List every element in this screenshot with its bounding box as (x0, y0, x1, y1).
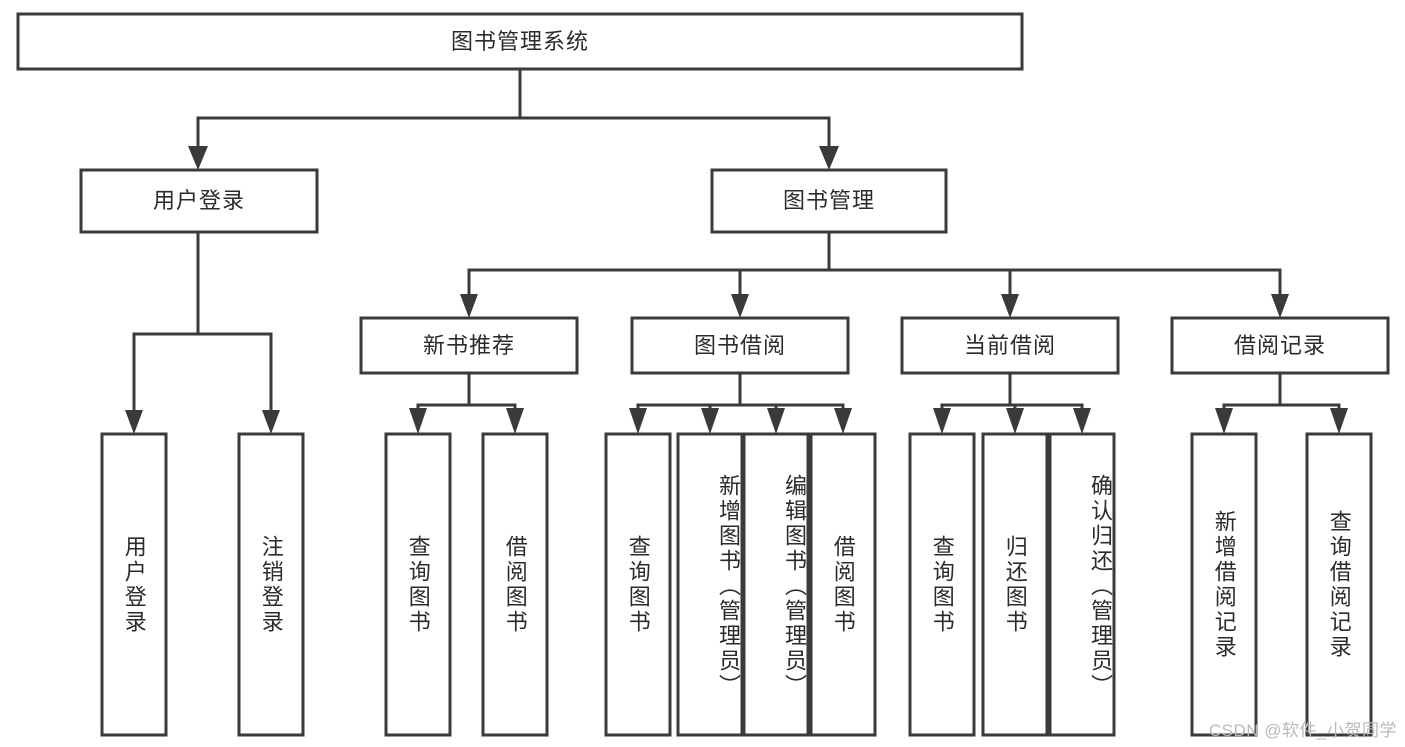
arrow-head-leaf-query-book-2 (629, 408, 647, 434)
node-box-leaf-borrow-book-1[interactable] (481, 432, 549, 737)
node-box-borrow-records[interactable] (1170, 316, 1390, 375)
node-box-root[interactable] (16, 12, 1024, 71)
node-box-book-management[interactable] (710, 168, 948, 234)
csdn-watermark: CSDN @软件_小贺同学 (1208, 721, 1397, 740)
arrow-head-leaf-edit-book (767, 408, 785, 434)
node-box-leaf-add-record[interactable] (1190, 432, 1258, 737)
node-box-leaf-query-book-3[interactable] (908, 432, 976, 737)
arrow-head-leaf-add-record (1215, 408, 1233, 434)
node-box-leaf-user-login[interactable] (100, 432, 168, 737)
connector-bookmgmt-to-level3 (460, 230, 1289, 318)
node-box-leaf-edit-book[interactable] (742, 432, 810, 737)
arrow-head-book-management (819, 146, 839, 170)
arrow-head-leaf-borrow-book-2 (834, 408, 852, 434)
node-box-book-borrow[interactable] (630, 316, 850, 375)
node-box-leaf-confirm-return[interactable] (1048, 432, 1116, 737)
arrow-head-book-borrow (731, 294, 749, 318)
connector-root-to-level2 (188, 67, 839, 170)
arrow-head-leaf-logout (262, 410, 280, 434)
connector-userlogin-to-leaves (125, 230, 280, 434)
connector-newbook-to-leaves (409, 371, 524, 434)
arrow-head-borrow-records (1271, 294, 1289, 318)
arrow-head-leaf-query-book-3 (933, 408, 951, 434)
node-box-current-borrow[interactable] (900, 316, 1120, 375)
arrow-head-leaf-return-book (1006, 408, 1024, 434)
connector-currentborrow-to-leaves (933, 371, 1091, 434)
node-box-leaf-add-book[interactable] (676, 432, 744, 737)
arrow-head-leaf-user-login (125, 410, 143, 434)
node-box-leaf-return-book[interactable] (981, 432, 1049, 737)
node-box-new-book-recommend[interactable] (359, 316, 579, 375)
arrow-head-current-borrow (1001, 294, 1019, 318)
arrow-head-leaf-borrow-book-1 (506, 408, 524, 434)
arrow-head-user-login (188, 146, 208, 170)
node-box-user-login[interactable] (79, 168, 319, 234)
arrow-head-new-book-recommend (460, 294, 478, 318)
node-box-leaf-query-book-2[interactable] (604, 432, 672, 737)
arrow-head-leaf-query-record (1330, 408, 1348, 434)
node-box-leaf-logout[interactable] (237, 432, 305, 737)
arrow-head-leaf-add-book (701, 408, 719, 434)
node-box-leaf-query-record[interactable] (1305, 432, 1373, 737)
connector-borrowrecords-to-leaves (1215, 371, 1348, 434)
arrow-head-leaf-confirm-return (1073, 408, 1091, 434)
connector-bookborrow-to-leaves (629, 371, 852, 434)
node-box-leaf-query-book-1[interactable] (384, 432, 452, 737)
arrow-head-leaf-query-book-1 (409, 408, 427, 434)
node-box-leaf-borrow-book-2[interactable] (809, 432, 877, 737)
